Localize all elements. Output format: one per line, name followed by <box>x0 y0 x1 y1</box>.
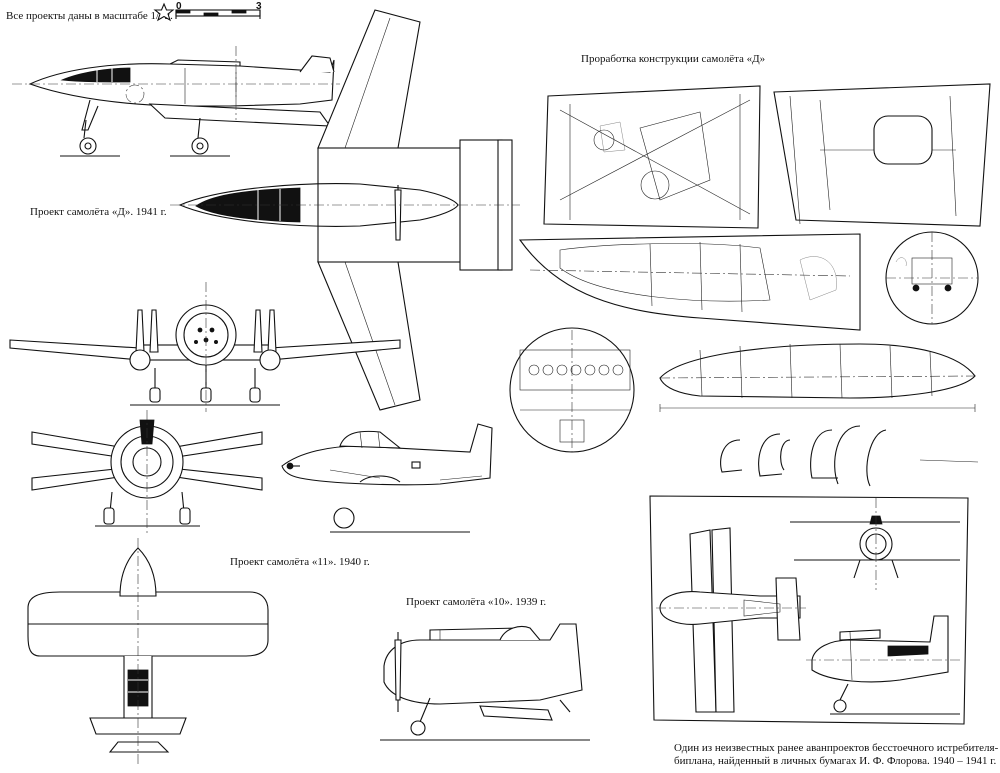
design-study-instrument-panel <box>509 327 635 453</box>
scale-end-label: 3 <box>256 1 262 12</box>
star-icon <box>153 2 175 22</box>
design-study-frame-circle <box>885 231 979 325</box>
design-study-full-fuselage <box>659 343 976 412</box>
project-d-side-view <box>12 46 340 157</box>
scale-note: Все проекты даны в масштабе 1/72. <box>6 10 173 22</box>
design-study-panel-rear <box>773 83 991 227</box>
design-study-fuselage-section <box>518 233 861 331</box>
project-11-plan-view <box>27 538 269 765</box>
project-11-side-view <box>281 423 493 533</box>
caption-project-10: Проект самолёта «10». 1939 г. <box>406 596 547 608</box>
caption-project-d: Проект самолёта «Д». 1941 г. <box>30 206 167 218</box>
design-study-panel-cockpit <box>543 85 761 229</box>
caption-biplane-line1: Один из неизвестных ранее аванпроектов б… <box>674 742 999 754</box>
caption-project-11: Проект самолёта «11». 1940 г. <box>230 556 370 568</box>
project-d-plan-view <box>170 9 520 411</box>
scale-start-label: 0 <box>176 1 182 12</box>
biplane-panel <box>649 495 969 725</box>
project-11-front-view <box>31 410 263 536</box>
project-10-side-view <box>380 623 590 741</box>
caption-design-study: Проработка конструкции самолёта «Д» <box>581 53 766 65</box>
caption-biplane-line2: биплана, найденный в личных бумагах И. Ф… <box>674 755 997 767</box>
scale-bar <box>175 9 261 19</box>
project-d-front-view <box>9 282 401 412</box>
design-study-frame-profiles <box>720 425 979 487</box>
